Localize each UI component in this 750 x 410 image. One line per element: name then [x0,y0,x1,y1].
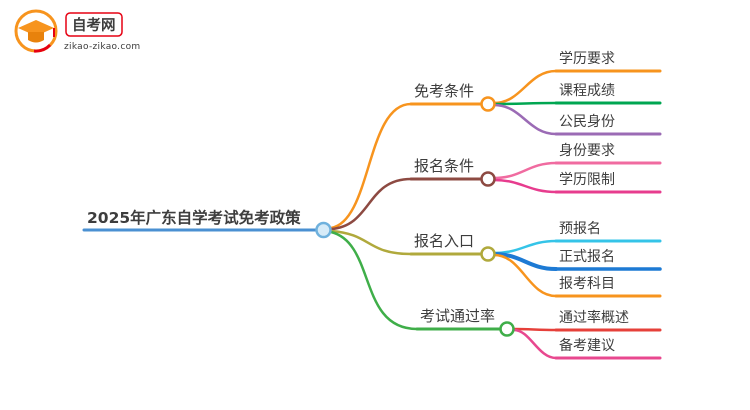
graduation-cap-icon [14,9,58,53]
leaf-exam-subjects: 报考科目 [554,276,662,298]
leaf-identity-requirement: 身份要求 [554,143,662,165]
root-label: 2025年广东自学考试免考政策 [87,208,301,227]
link-entrance-to-formal-registration [492,252,558,271]
leaf-label: 身份要求 [559,143,615,159]
leaf-education-limit: 学历限制 [554,172,662,194]
leaf-label: 备考建议 [559,337,615,354]
branch-label: 报名入口 [414,232,474,250]
leaf-citizenship: 公民身份 [554,114,662,136]
leaf-prep-advice: 备考建议 [554,337,662,360]
branch-registration-entrance: 报名入口 [409,232,496,262]
branch-node-circle [480,96,496,112]
link-exemption-to-course-grades [492,101,558,106]
link-root-to-pass-rate [329,230,419,331]
leaf-label: 学历限制 [559,172,615,188]
leaf-education-requirement: 学历要求 [554,51,662,73]
link-exemption-to-education-requirement [492,69,558,105]
branch-exemption-conditions: 免考条件 [409,82,496,112]
leaf-label: 正式报名 [559,249,615,265]
leaf-pre-registration: 预报名 [554,221,662,243]
branch-registration-conditions: 报名条件 [409,157,496,187]
branch-exam-pass-rate: 考试通过率 [415,307,515,337]
logo: 自考网 zikao-zikao.com [14,9,140,53]
link-registration-to-education-limit [492,178,558,194]
branch-label: 报名条件 [414,157,474,175]
link-root-to-registration-conditions [329,177,413,231]
link-passrate-to-overview [512,327,558,332]
branch-node-circle [480,246,496,262]
link-entrance-to-pre-registration [492,239,558,255]
leaf-label: 预报名 [559,221,601,237]
root-node-circle [315,221,332,239]
link-entrance-to-exam-subjects [492,253,558,298]
branch-node-circle [499,321,515,337]
leaf-course-grades: 课程成绩 [554,83,662,105]
branch-label: 考试通过率 [420,307,495,325]
link-root-to-exemption-conditions [329,102,413,230]
branch-node-circle [480,171,496,187]
logo-title: 自考网 [72,16,116,34]
branch-label: 免考条件 [414,82,474,100]
leaf-pass-rate-overview: 通过率概述 [554,309,662,332]
leaf-formal-registration: 正式报名 [554,249,662,271]
leaf-label: 课程成绩 [559,83,615,99]
link-exemption-to-citizenship [492,103,558,136]
link-root-to-registration-entrance [329,229,413,256]
root-node: 2025年广东自学考试免考政策 [82,208,332,239]
link-registration-to-identity-requirement [492,161,558,180]
leaf-label: 公民身份 [559,114,615,130]
logo-subtitle: zikao-zikao.com [64,42,140,52]
logo-title-border [65,12,123,37]
link-passrate-to-prep-advice [512,328,558,360]
leaf-label: 学历要求 [559,51,615,67]
leaf-label: 报考科目 [559,276,615,292]
leaf-label: 通过率概述 [559,309,629,326]
